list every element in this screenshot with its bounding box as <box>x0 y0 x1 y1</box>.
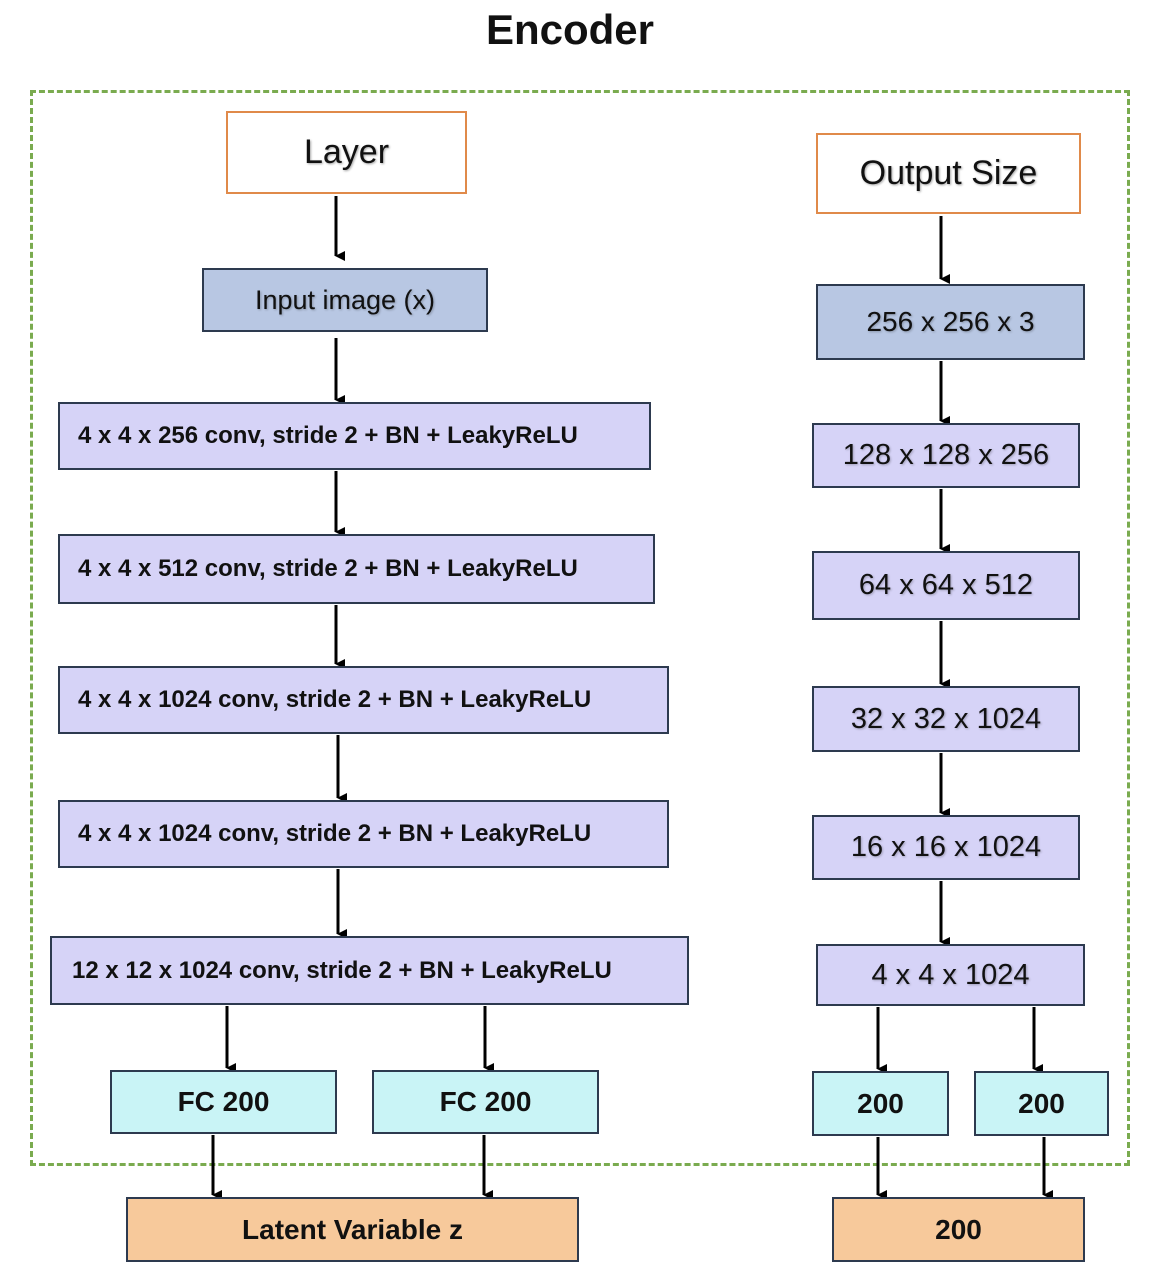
out-node-right: 200 <box>974 1071 1109 1136</box>
fc-layer-right: FC 200 <box>372 1070 599 1134</box>
input-image-node: Input image (x) <box>202 268 488 332</box>
conv-layer-1: 4 x 4 x 256 conv, stride 2 + BN + LeakyR… <box>58 402 651 470</box>
encoder-frame <box>30 90 1130 1166</box>
size-node-1: 256 x 256 x 3 <box>816 284 1085 360</box>
fc-layer-left: FC 200 <box>110 1070 337 1134</box>
diagram-title: Encoder <box>485 6 655 53</box>
size-node-4: 32 x 32 x 1024 <box>812 686 1080 752</box>
conv-layer-4: 4 x 4 x 1024 conv, stride 2 + BN + Leaky… <box>58 800 669 868</box>
size-node-3: 64 x 64 x 512 <box>812 551 1080 620</box>
latent-variable-node: Latent Variable z <box>126 1197 579 1262</box>
conv-layer-2: 4 x 4 x 512 conv, stride 2 + BN + LeakyR… <box>58 534 655 604</box>
size-node-6: 4 x 4 x 1024 <box>816 944 1085 1006</box>
out-node-left: 200 <box>812 1071 949 1136</box>
size-node-5: 16 x 16 x 1024 <box>812 815 1080 880</box>
final-output-node: 200 <box>832 1197 1085 1262</box>
size-node-2: 128 x 128 x 256 <box>812 423 1080 488</box>
layer-header: Layer <box>226 111 467 194</box>
conv-layer-5: 12 x 12 x 1024 conv, stride 2 + BN + Lea… <box>50 936 689 1005</box>
output-size-header: Output Size <box>816 133 1081 214</box>
conv-layer-3: 4 x 4 x 1024 conv, stride 2 + BN + Leaky… <box>58 666 669 734</box>
